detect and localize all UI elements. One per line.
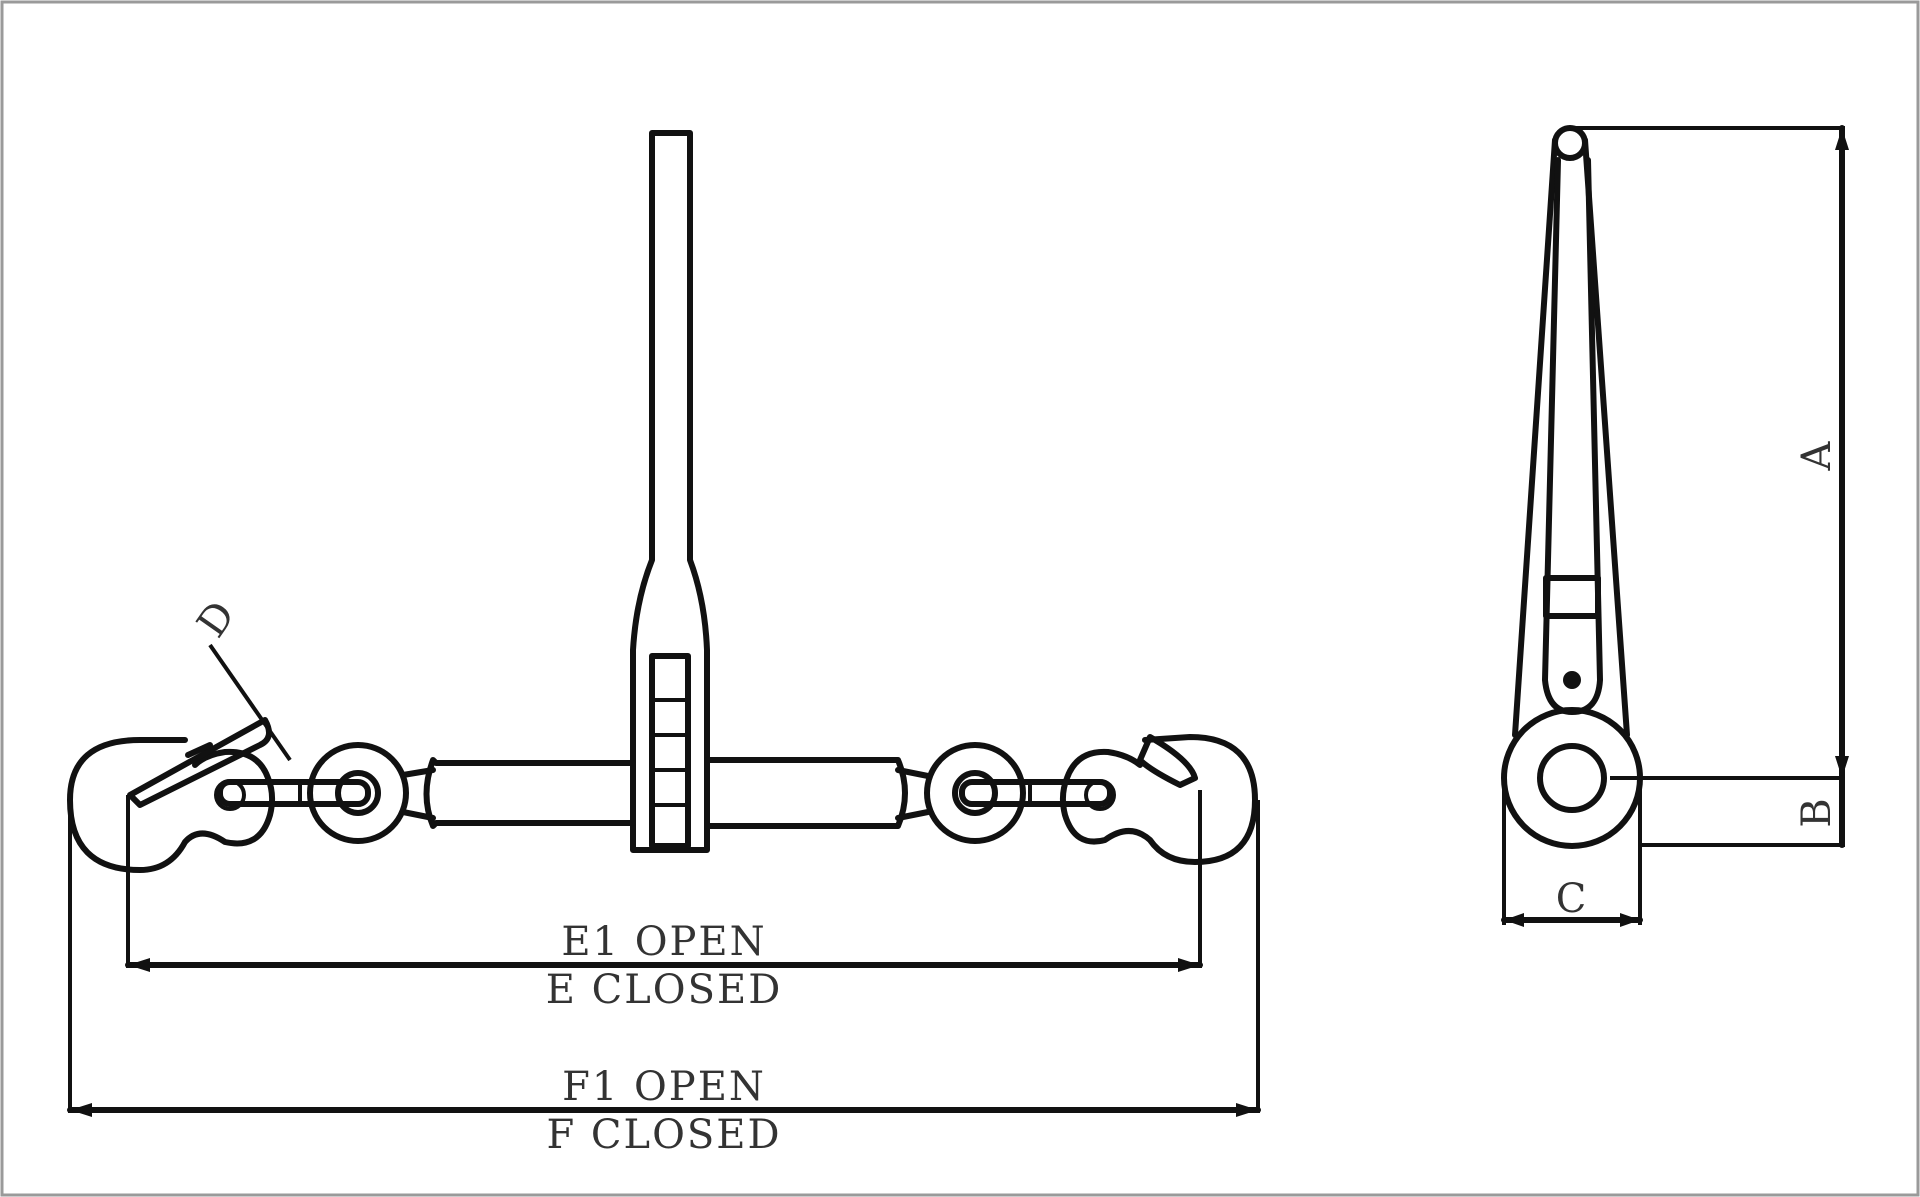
label-c: C <box>1556 876 1589 922</box>
left-hook-tongue <box>127 717 272 808</box>
front-view: D E1 OPEN E CLOSED F1 OPEN F CLOSED <box>67 130 1261 1158</box>
barrel-left <box>423 757 636 829</box>
right-swivel-eye <box>924 742 1026 844</box>
left-link-pin <box>217 779 371 807</box>
side-view: A B C <box>1501 125 1849 927</box>
label-d: D <box>189 591 246 645</box>
side-outer-body <box>1512 137 1630 738</box>
right-hook-tongue <box>1137 734 1198 788</box>
label-e1-open: E1 OPEN <box>561 919 766 965</box>
label-e-closed: E CLOSED <box>546 967 783 1013</box>
side-rivet <box>1563 671 1581 689</box>
side-handle-band <box>1543 575 1601 619</box>
label-b: B <box>1794 796 1840 827</box>
barrel-right <box>704 757 908 829</box>
label-a: A <box>1794 440 1840 472</box>
right-link-pin <box>959 779 1113 807</box>
label-f1-open: F1 OPEN <box>562 1064 766 1110</box>
dim-d-line <box>208 643 292 762</box>
right-grab-hook <box>1059 734 1258 865</box>
handle-slot <box>649 653 691 849</box>
side-inner-handle <box>1542 157 1603 715</box>
handle <box>630 130 710 853</box>
left-swivel-eye <box>307 742 409 844</box>
label-f-closed: F CLOSED <box>546 1112 781 1158</box>
handle-tip <box>1552 125 1588 161</box>
